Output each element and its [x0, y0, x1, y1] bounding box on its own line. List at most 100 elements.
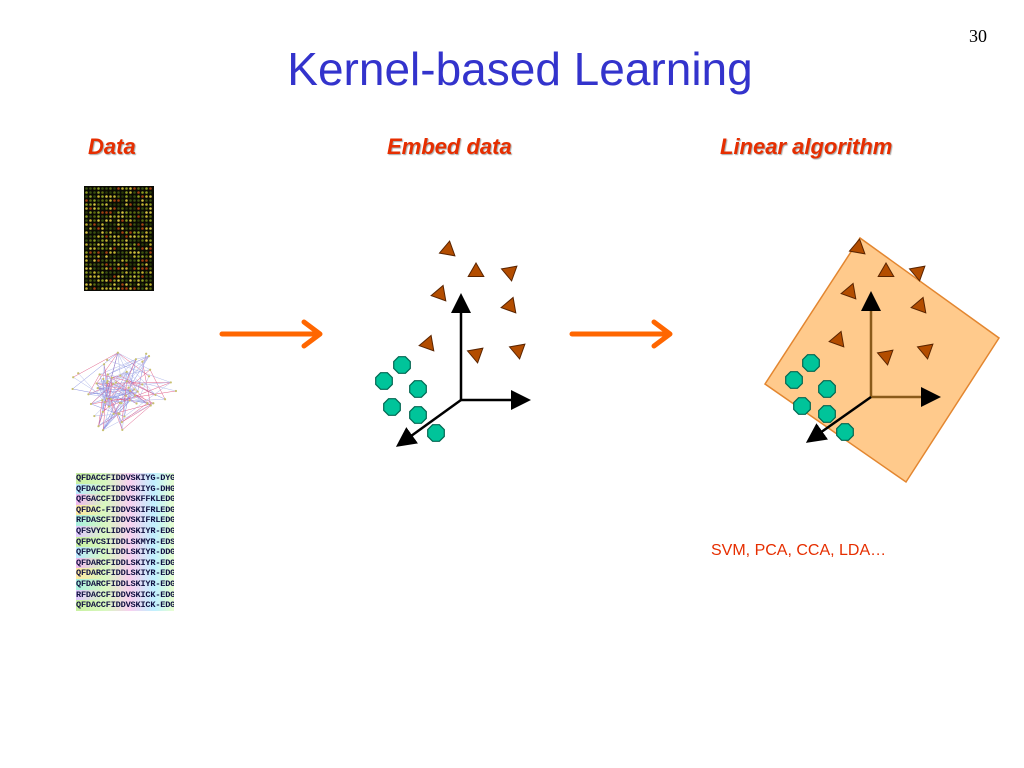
microarray-spot: [137, 207, 140, 210]
microarray-spot: [93, 207, 96, 210]
microarray-spot: [93, 247, 96, 250]
microarray-spot: [137, 235, 140, 238]
microarray-spot: [97, 267, 100, 270]
network-edge: [136, 376, 150, 404]
microarray-spot: [129, 235, 132, 238]
microarray-spot: [105, 191, 108, 194]
microarray-spot: [129, 223, 132, 226]
network-edge: [121, 403, 148, 423]
microarray-spot: [117, 267, 120, 270]
microarray-spot: [101, 227, 104, 230]
microarray-spot: [121, 271, 124, 274]
microarray-spot: [133, 283, 136, 286]
microarray-spot: [105, 219, 108, 222]
network-node: [101, 410, 104, 414]
microarray-spot: [149, 207, 152, 210]
network-edge: [121, 381, 128, 423]
microarray-spot: [145, 255, 148, 258]
microarray-spot: [105, 263, 108, 266]
microarray-spot: [101, 191, 104, 194]
octagon-point: [375, 372, 393, 390]
network-node: [145, 352, 148, 355]
microarray-spot: [121, 227, 124, 230]
microarray-spot: [89, 275, 92, 278]
microarray-spot: [125, 215, 128, 218]
microarray-spot: [121, 251, 124, 254]
microarray-spot: [93, 259, 96, 262]
microarray-spot: [133, 219, 136, 222]
microarray-spot: [109, 243, 112, 246]
microarray-spot: [109, 271, 112, 274]
microarray-spot: [85, 247, 88, 250]
network-edge: [129, 391, 138, 401]
microarray-spot: [89, 251, 92, 254]
microarray-spot: [137, 271, 140, 274]
microarray-spot: [105, 275, 108, 278]
network-edge: [117, 352, 127, 372]
microarray-spot: [141, 223, 144, 226]
microarray-spot: [141, 275, 144, 278]
triangle-point: [848, 238, 866, 255]
network-node: [101, 399, 104, 402]
microarray-spot: [85, 195, 88, 198]
microarray-spot: [85, 271, 88, 274]
network-edge: [107, 359, 171, 383]
microarray-spot: [121, 207, 124, 210]
microarray-spot: [129, 275, 132, 278]
network-edge: [107, 374, 114, 384]
microarray-spot: [149, 239, 152, 242]
microarray-spot: [121, 243, 124, 246]
microarray-spot: [149, 275, 152, 278]
microarray-spot: [145, 203, 148, 206]
network-node: [105, 397, 108, 400]
microarray-spot: [97, 263, 100, 266]
microarray-spot: [113, 235, 116, 238]
microarray-spot: [117, 287, 120, 290]
microarray-spot: [149, 191, 152, 194]
microarray-spot: [113, 239, 116, 242]
microarray-spot: [125, 275, 128, 278]
microarray-spot: [93, 231, 96, 234]
microarray-spot: [141, 267, 144, 270]
microarray-spot: [129, 227, 132, 230]
network-edge: [121, 403, 154, 423]
microarray-spot: [149, 283, 152, 286]
network-edge: [117, 352, 156, 396]
triangle-point: [908, 265, 926, 282]
microarray-spot: [133, 255, 136, 258]
microarray-spot: [101, 231, 104, 234]
microarray-spot: [97, 275, 100, 278]
microarray-spot: [121, 267, 124, 270]
microarray-spot: [141, 203, 144, 206]
triangle-point: [508, 343, 526, 360]
microarray-spot: [105, 279, 108, 282]
network-edge: [72, 352, 119, 390]
microarray-spot: [109, 203, 112, 206]
microarray-spot: [145, 275, 148, 278]
microarray-spot: [105, 239, 108, 242]
microarray-spot: [137, 199, 140, 202]
microarray-spot: [145, 271, 148, 274]
microarray-spot: [133, 247, 136, 250]
microarray-spot: [85, 187, 88, 190]
microarray-spot: [89, 263, 92, 266]
network-edge: [102, 389, 135, 431]
microarray-spot: [109, 235, 112, 238]
microarray-spot: [149, 235, 152, 238]
microarray-spot: [101, 243, 104, 246]
triangle-point: [467, 262, 485, 277]
microarray-spot: [129, 211, 132, 214]
microarray-spot: [125, 199, 128, 202]
microarray-spot: [125, 251, 128, 254]
microarray-spot: [137, 279, 140, 282]
microarray-spot: [109, 231, 112, 234]
microarray-spot: [137, 251, 140, 254]
microarray-spot: [121, 275, 124, 278]
network-node: [169, 381, 172, 384]
microarray-spot: [117, 259, 120, 262]
microarray-spot: [145, 219, 148, 222]
microarray-spot: [129, 231, 132, 234]
microarray-spot: [85, 275, 88, 278]
microarray-spot: [137, 195, 140, 198]
network-edge: [125, 389, 135, 396]
